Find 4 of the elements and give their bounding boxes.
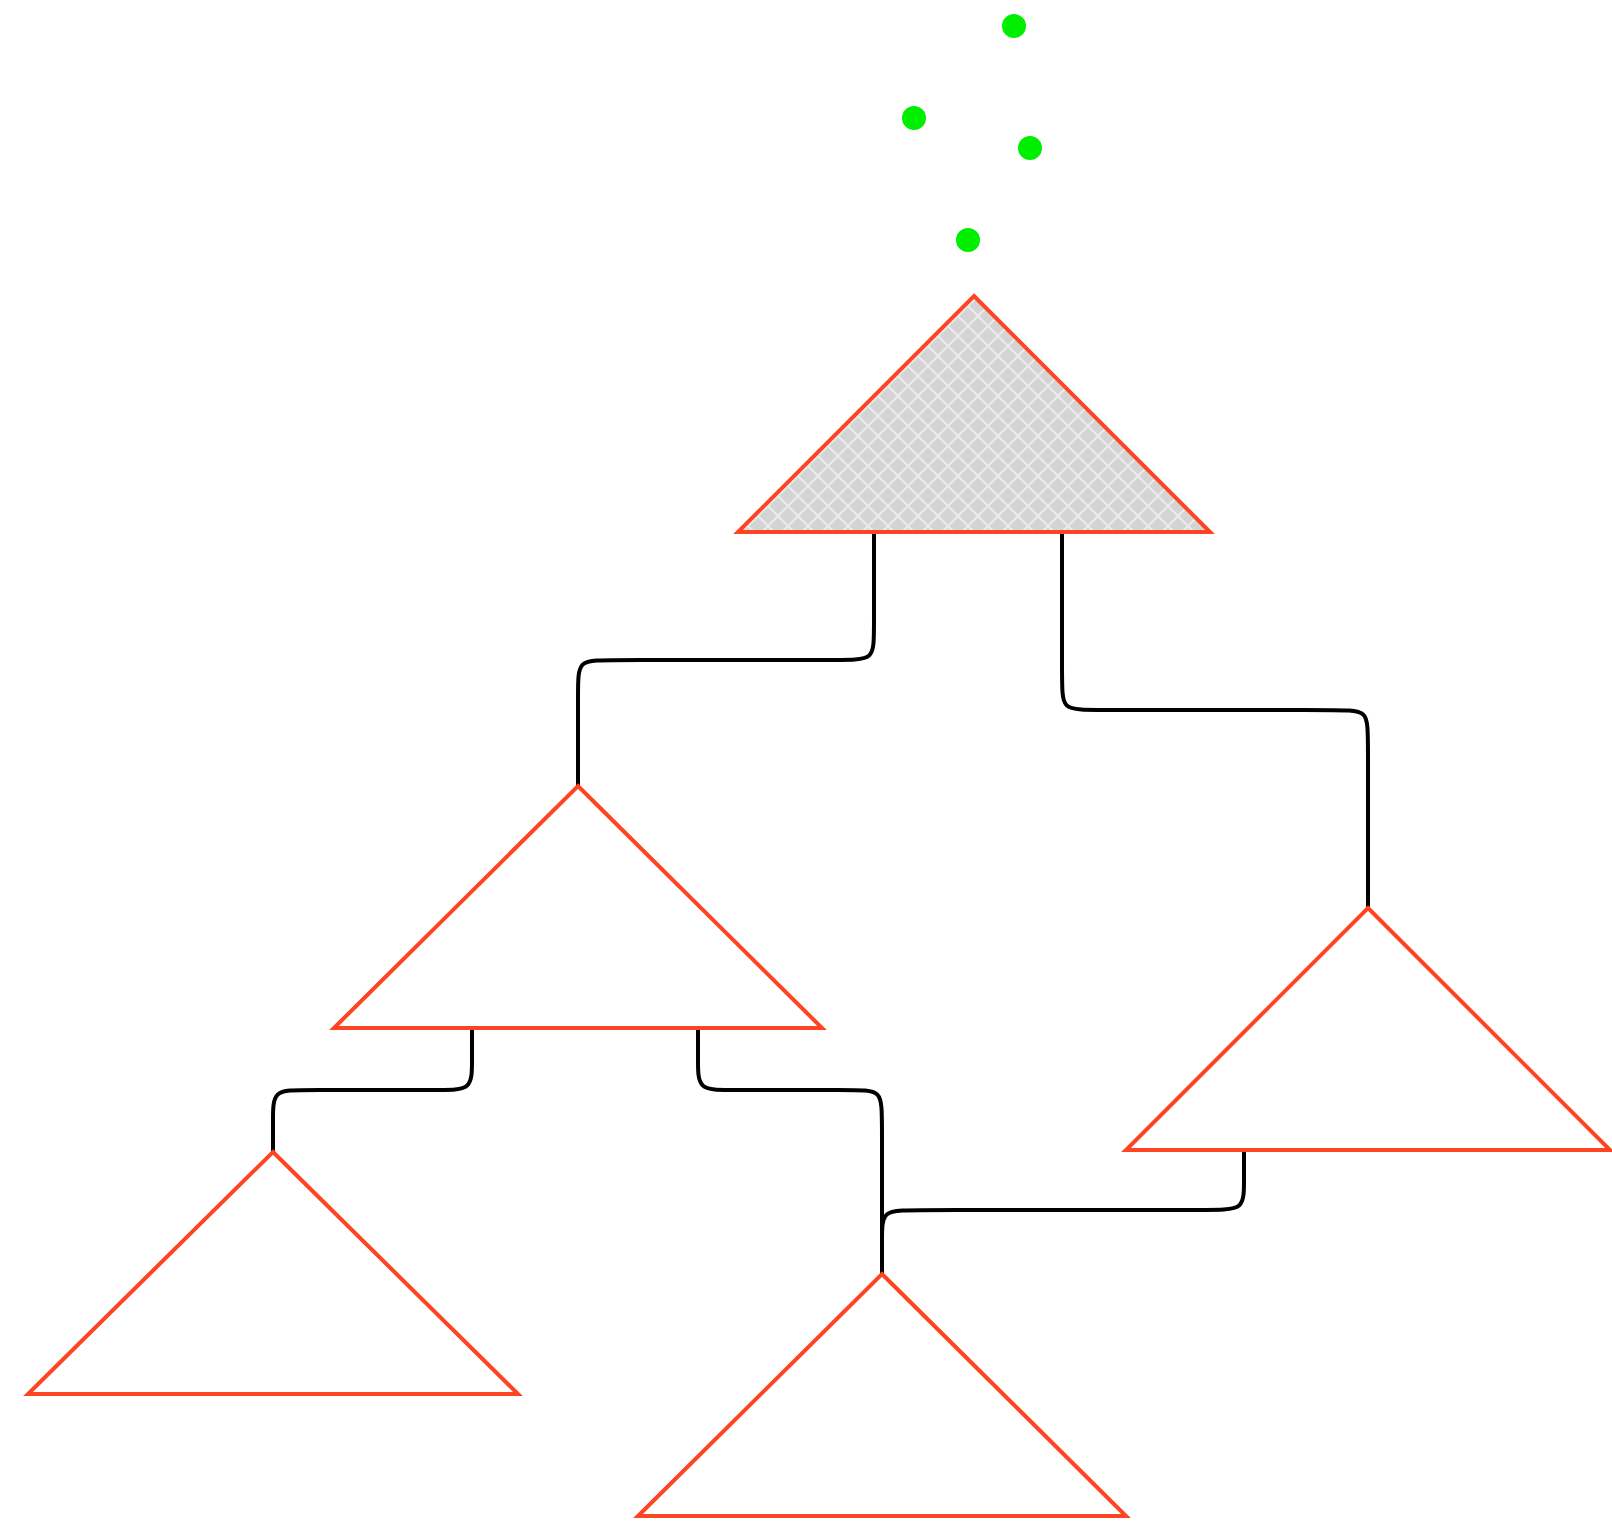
connector-line xyxy=(1060,532,1370,908)
connector-line xyxy=(880,1150,1246,1274)
connector-line xyxy=(271,1028,474,1152)
connector-line xyxy=(576,532,876,786)
